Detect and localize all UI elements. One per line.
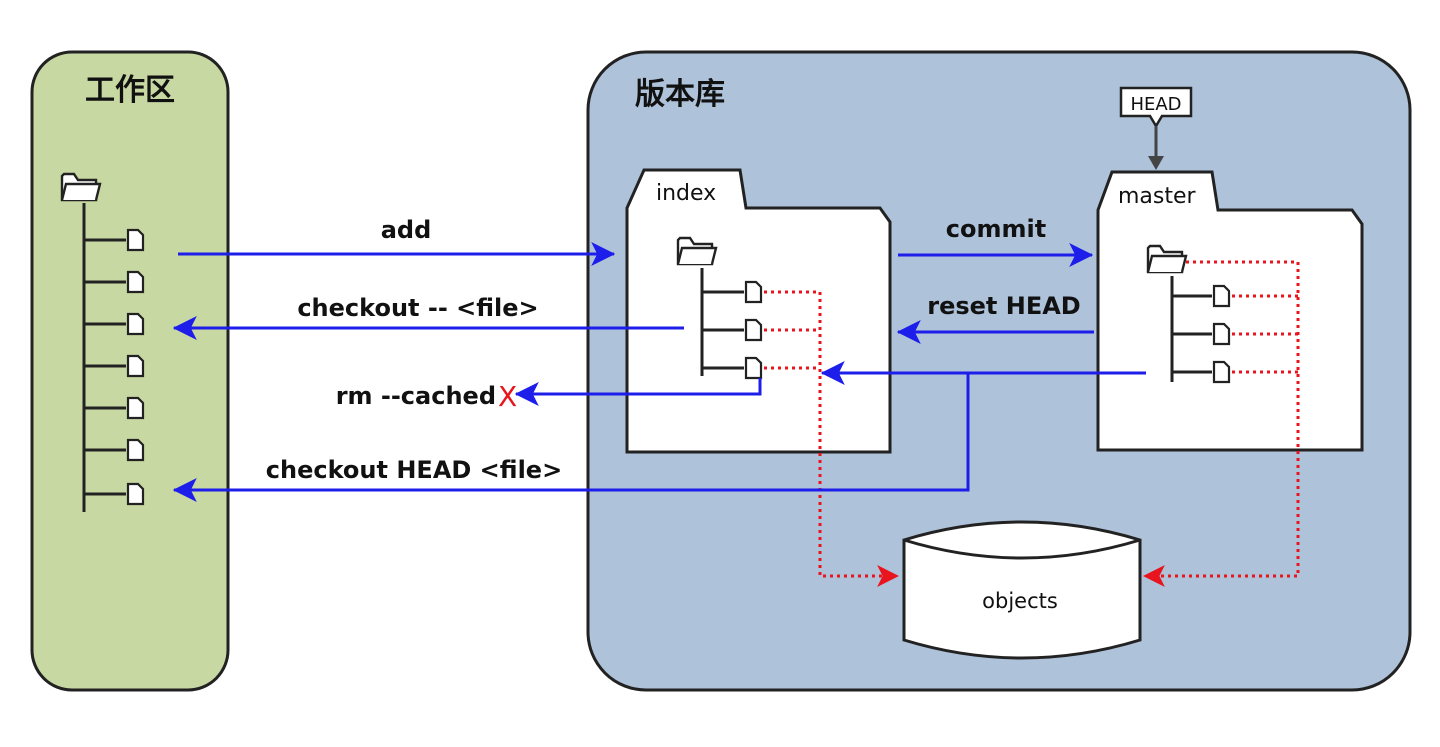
rm-cached-cross-mark: X: [498, 380, 517, 413]
checkout-file-command-label: checkout -- <file>: [297, 294, 538, 322]
workspace-file-tree: [82, 203, 126, 512]
file-icon: [126, 396, 145, 420]
file-icon: [744, 356, 763, 380]
master-folder: master: [1096, 170, 1364, 452]
file-icon: [1212, 322, 1231, 346]
file-icon: [1212, 284, 1231, 308]
commit-command-label: commit: [946, 215, 1046, 243]
reset-head-command-label: reset HEAD: [927, 292, 1080, 320]
rm-cached-command-label: rm --cached: [336, 382, 496, 410]
rm-cached-arrow: [514, 378, 762, 406]
index-label: index: [656, 181, 716, 206]
repository-title: 版本库: [635, 77, 725, 112]
object-links: [764, 260, 1300, 587]
workspace-title: 工作区: [85, 73, 175, 108]
file-icon: [1212, 360, 1231, 384]
objects-store: objects: [902, 520, 1142, 660]
checkout-head-file-command-label: checkout HEAD <file>: [266, 456, 562, 484]
file-icon: [126, 228, 145, 252]
file-icon: [744, 280, 763, 304]
workspace-panel: 工作区: [30, 50, 230, 692]
file-icon: [126, 354, 145, 378]
file-icon: [126, 270, 145, 294]
head-pointer: HEAD: [1119, 86, 1193, 170]
checkout-head-file-arrow: [172, 374, 970, 502]
head-label: HEAD: [1130, 94, 1181, 115]
index-folder: index: [625, 168, 892, 454]
objects-label: objects: [982, 589, 1058, 613]
add-command-label: add: [381, 216, 432, 244]
command-arrows: [172, 242, 1146, 502]
master-label: master: [1118, 184, 1197, 209]
file-icon: [126, 482, 145, 506]
file-icon: [744, 318, 763, 342]
file-icon: [126, 438, 145, 462]
file-icon: [126, 312, 145, 336]
